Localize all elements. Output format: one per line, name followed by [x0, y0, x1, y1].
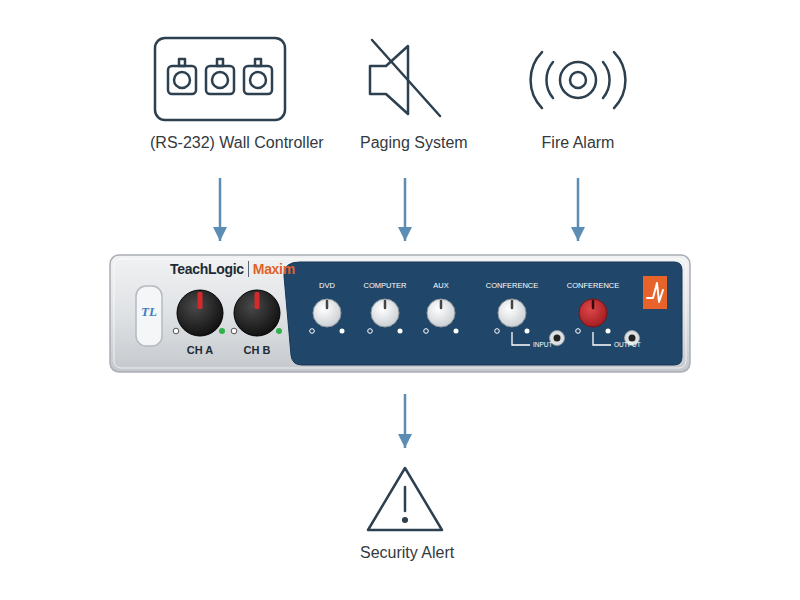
input-source: Paging System [360, 34, 450, 156]
control-label: AUX [433, 282, 448, 290]
product-name: Maxim [248, 261, 295, 277]
node-label: Fire Alarm [523, 134, 633, 152]
control-label: CONFERENCE [567, 282, 620, 290]
flow-arrow [577, 178, 580, 241]
input-source: (RS-232) Wall Controller [150, 34, 290, 156]
control-label: COMPUTER [364, 282, 407, 290]
input-source: Fire Alarm [523, 34, 633, 156]
flow-arrow [219, 178, 222, 241]
channel-label: CH A [187, 344, 213, 356]
wall-controller-icon [155, 38, 285, 120]
node-label: Paging System [360, 134, 450, 152]
alert-output: Security Alert [360, 462, 450, 566]
port-label: OUTPUT [614, 341, 641, 348]
warning-icon [368, 468, 442, 530]
brand-name: TeachLogic [170, 261, 244, 277]
logo-mark: TL [141, 305, 157, 319]
flow-arrow [404, 178, 407, 241]
paging-icon [370, 40, 440, 116]
node-label: Security Alert [360, 544, 450, 562]
node-label: (RS-232) Wall Controller [150, 134, 290, 152]
brand-name: TeachLogicMaxim [170, 261, 295, 277]
flow-arrow [404, 394, 407, 448]
port-label: INPUT [533, 341, 553, 348]
control-label: DVD [319, 282, 335, 290]
control-label: CONFERENCE [486, 282, 539, 290]
channel-label: CH B [244, 344, 271, 356]
device-illustration [110, 255, 690, 372]
fire-alarm-icon [531, 52, 626, 108]
